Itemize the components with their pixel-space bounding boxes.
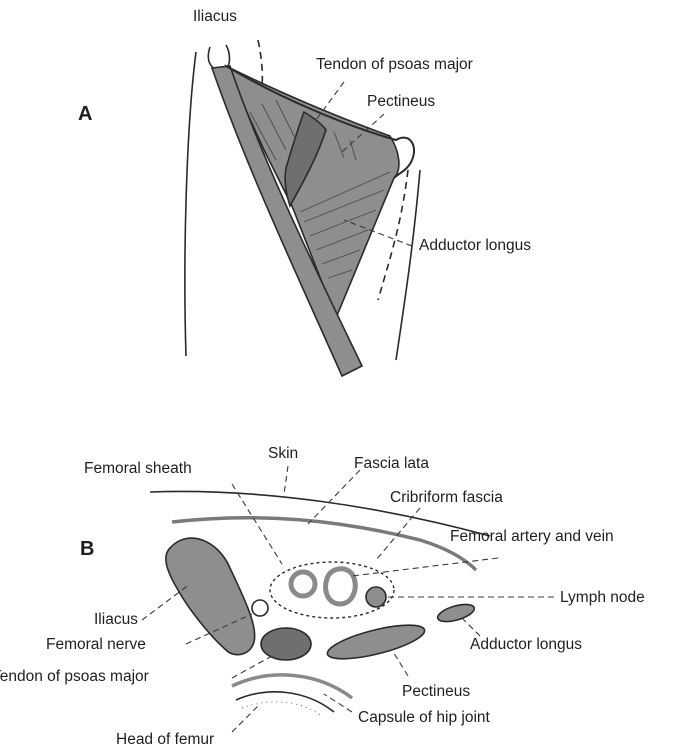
label-b-skin: Skin xyxy=(268,446,298,462)
panel-b-letter: B xyxy=(80,539,94,559)
femoral-vein xyxy=(326,569,356,604)
label-b-adductor-longus: Adductor longus xyxy=(470,637,582,653)
label-b-femoral-artery-vein: Femoral artery and vein xyxy=(450,529,614,545)
label-a-adductor-longus: Adductor longus xyxy=(419,238,531,254)
femoral-nerve-shape xyxy=(252,600,268,616)
label-b-lymph-node: Lymph node xyxy=(560,590,645,606)
label-b-capsule-hip-joint: Capsule of hip joint xyxy=(358,710,490,726)
panel-a-drawing xyxy=(185,40,420,376)
label-b-femoral-nerve: Femoral nerve xyxy=(46,637,146,653)
label-b-femoral-sheath: Femoral sheath xyxy=(84,461,192,477)
femur-head-stipple xyxy=(242,702,322,716)
femur-head-arc xyxy=(236,692,334,712)
label-b-iliacus: Iliacus xyxy=(94,612,138,628)
label-a-pectineus: Pectineus xyxy=(367,94,435,110)
label-b-head-of-femur: Head of femur xyxy=(116,732,214,748)
thigh-outline-left xyxy=(185,52,196,356)
label-a-iliacus: Iliacus xyxy=(193,9,237,25)
lymph-node-shape xyxy=(366,587,386,607)
label-b-cribriform-fascia: Cribriform fascia xyxy=(390,490,503,506)
iliacus-muscle xyxy=(166,538,255,655)
label-b-pectineus: Pectineus xyxy=(402,684,470,700)
panel-a-letter: A xyxy=(78,104,92,124)
adductor-longus-shape xyxy=(436,601,476,625)
femoral-artery xyxy=(291,572,315,596)
label-b-fascia-lata: Fascia lata xyxy=(354,456,429,472)
label-b-tendon-psoas-major: Tendon of psoas major xyxy=(0,669,149,685)
thigh-outline-right xyxy=(396,170,420,360)
label-a-tendon-psoas-major: Tendon of psoas major xyxy=(316,57,473,73)
psoas-tendon-shape xyxy=(261,628,311,660)
pectineus-shape xyxy=(325,618,428,665)
